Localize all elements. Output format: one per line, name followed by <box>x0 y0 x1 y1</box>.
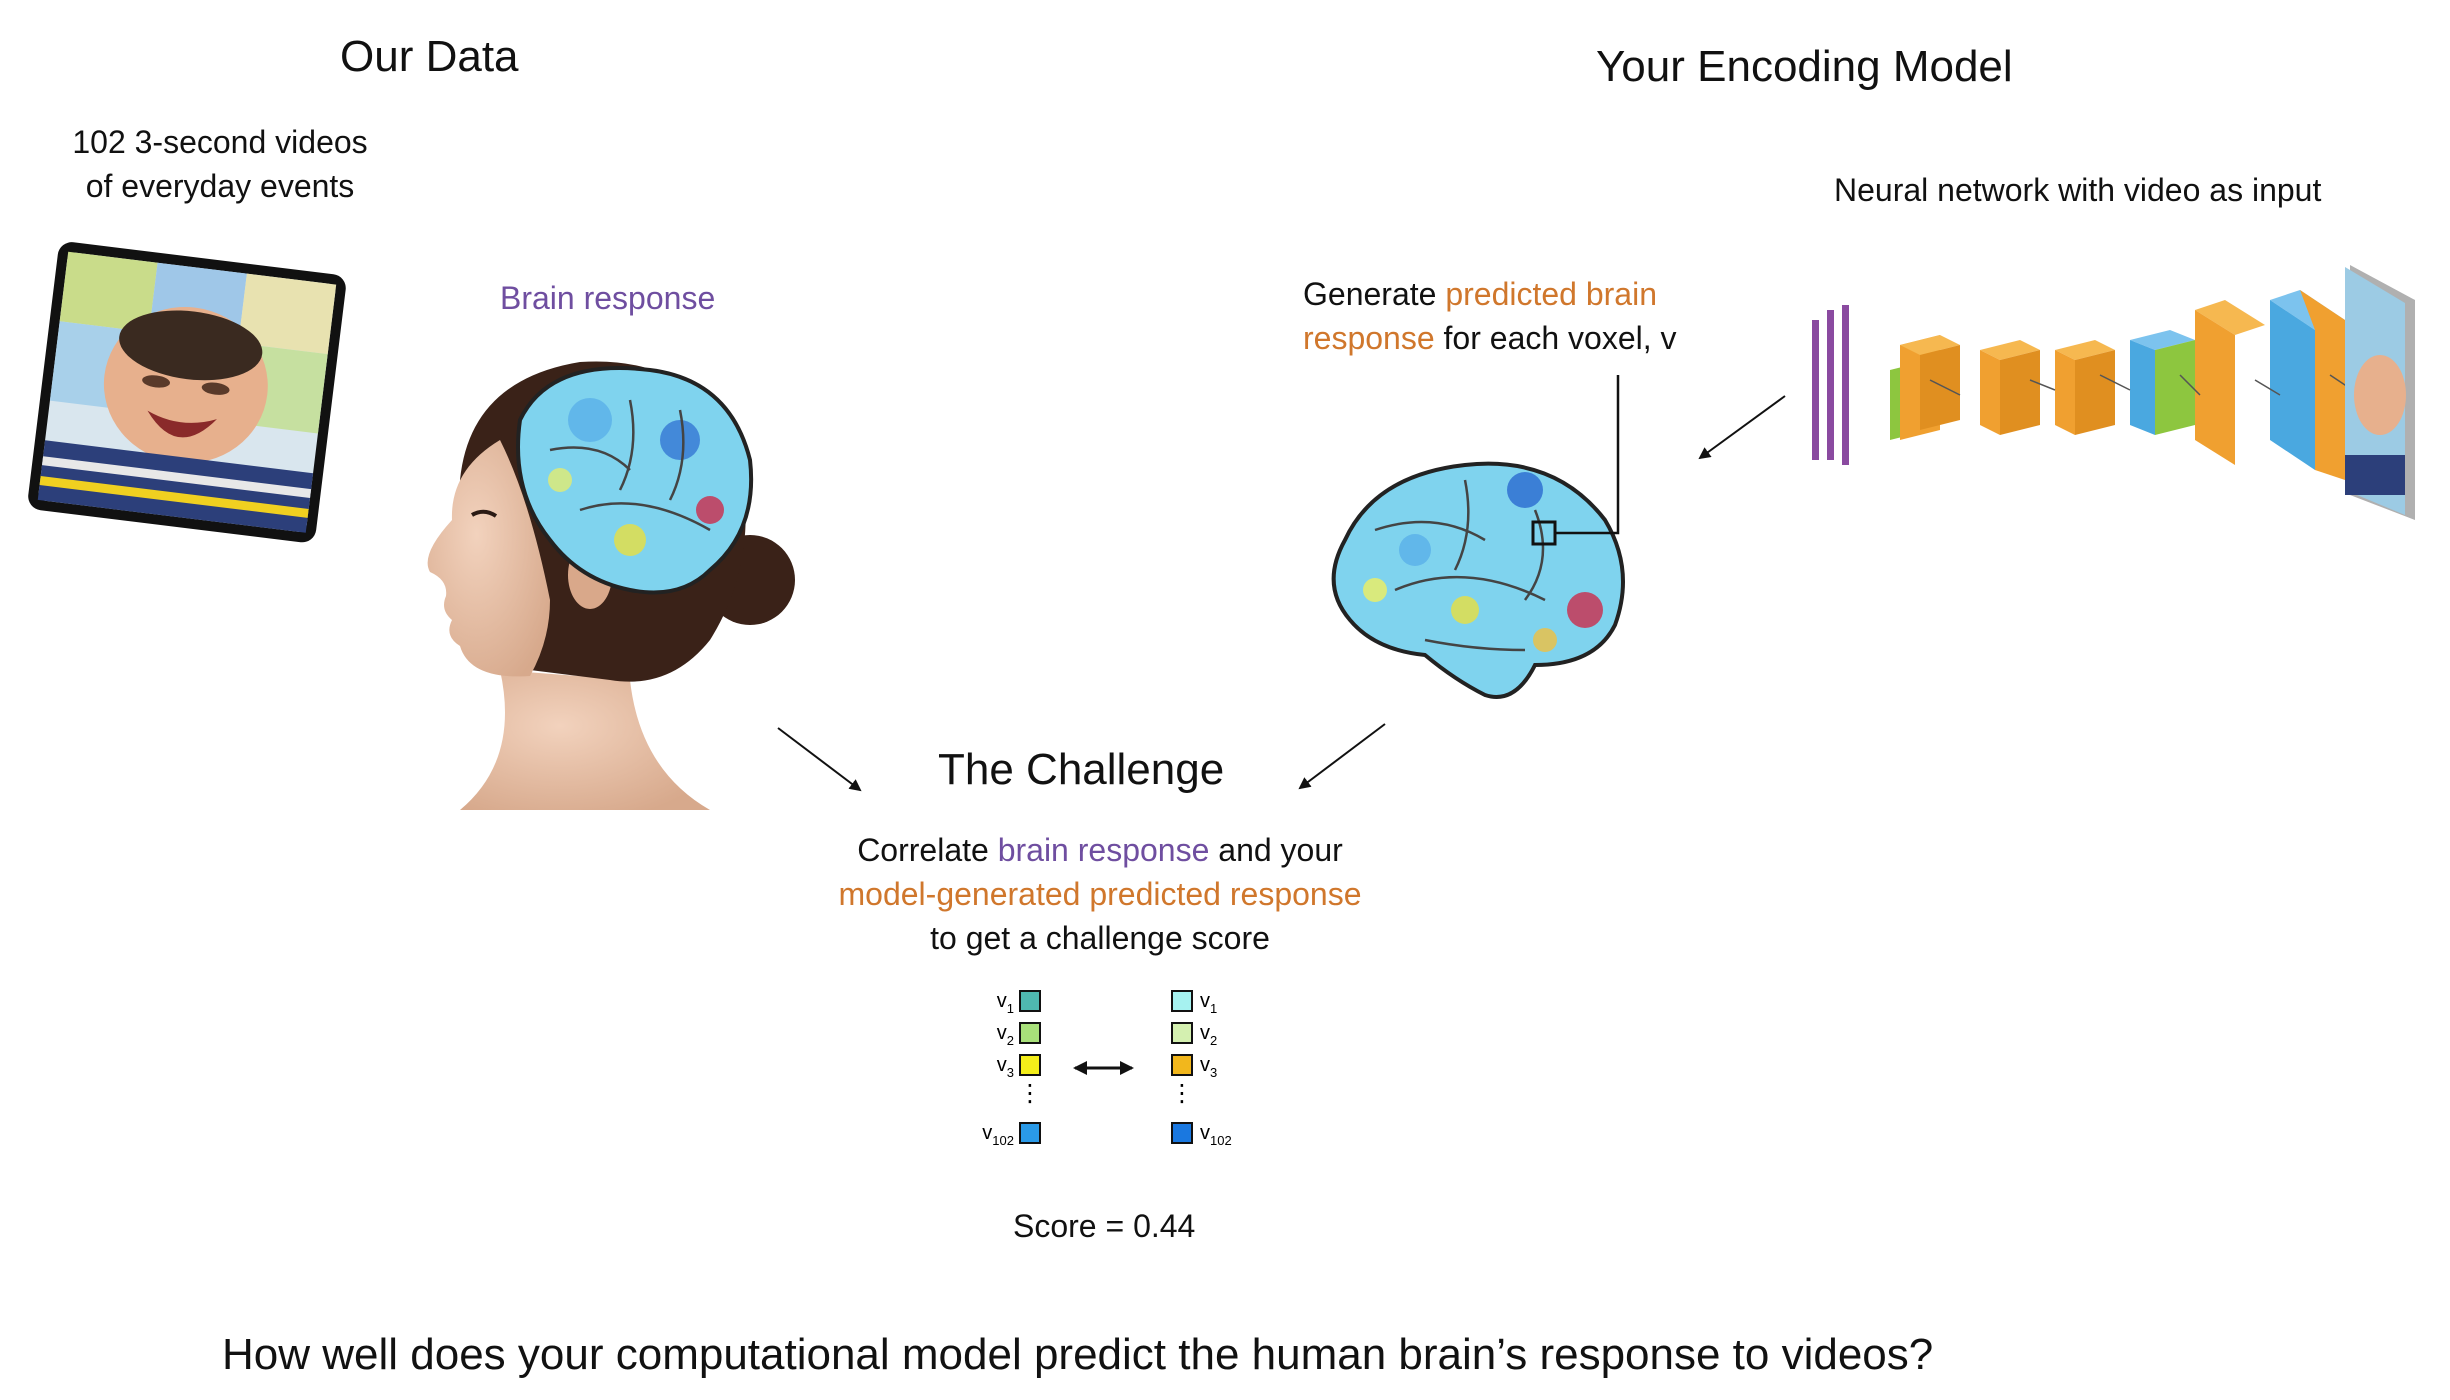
left-voxel-2-label: v2 <box>997 1022 1014 1048</box>
right-voxel-2-square <box>1171 1022 1193 1044</box>
network-layer-2 <box>1980 340 2040 435</box>
generate-suffix: for each voxel, v <box>1434 320 1677 356</box>
video-thumbnail-image <box>28 242 346 543</box>
right-voxel-3-square <box>1171 1054 1193 1076</box>
right-voxel-2-label: v2 <box>1200 1022 1217 1048</box>
left-voxel-1-square <box>1019 990 1041 1012</box>
encoding-model-title: Your Encoding Model <box>1596 42 2013 91</box>
predicted-brain-image <box>1331 461 1625 699</box>
right-voxel-ellipsis: ⋮ <box>1170 1080 1194 1107</box>
left-voxel-1-label: v1 <box>997 990 1014 1016</box>
left-voxel-ellipsis: ⋮ <box>1018 1080 1042 1107</box>
challenge-score: Score = 0.44 <box>1013 1208 1196 1244</box>
voxel-callout-line <box>1555 375 1620 535</box>
voxel-comparison: v1 v2 v3 v102 v1 v2 v3 v102 ⋮ ⋮ <box>982 990 1232 1148</box>
network-layer-4 <box>2130 330 2195 435</box>
videos-description: 102 3-second videos of everyday events <box>40 120 400 208</box>
generate-line-2: response for each voxel, v <box>1303 316 1677 360</box>
left-voxel-2-square <box>1019 1022 1041 1044</box>
right-voxel-4-label: v102 <box>1200 1122 1232 1148</box>
right-voxel-1-square <box>1171 990 1193 1012</box>
challenge-line-2: model-generated predicted response <box>838 876 1362 912</box>
left-voxel-3-label: v3 <box>997 1054 1014 1080</box>
model-to-challenge-arrow <box>1298 723 1386 790</box>
network-layer-6 <box>2270 290 2345 480</box>
generate-prefix: Generate <box>1303 276 1446 312</box>
challenge-line-1: Correlate brain response and your <box>800 828 1400 872</box>
network-layer-1 <box>1890 335 1960 440</box>
right-voxel-3-label: v3 <box>1200 1054 1217 1080</box>
left-voxel-4-label: v102 <box>982 1122 1014 1148</box>
right-voxel-1-label: v1 <box>1200 990 1217 1016</box>
left-voxel-4-square <box>1019 1122 1041 1144</box>
challenge-title: The Challenge <box>938 745 1225 794</box>
left-voxel-column: v1 v2 v3 v102 <box>982 990 1041 1148</box>
right-voxel-4-square <box>1171 1122 1193 1144</box>
our-data-title: Our Data <box>340 32 519 81</box>
brain-response-label: Brain response <box>500 280 716 316</box>
challenge-line-1-prefix: Correlate <box>857 832 998 868</box>
generate-highlight-1: predicted brain <box>1445 276 1657 312</box>
challenge-line-1-suffix: and your <box>1209 832 1343 868</box>
generate-description: Generate predicted brain response for ea… <box>1303 272 1677 360</box>
challenge-description: Correlate brain response and your model-… <box>800 828 1400 960</box>
left-voxel-3-square <box>1019 1054 1041 1076</box>
generate-line-1: Generate predicted brain <box>1303 272 1677 316</box>
network-label: Neural network with video as input <box>1834 172 2322 208</box>
generate-highlight-2: response <box>1303 320 1435 356</box>
main-question: How well does your computational model p… <box>222 1330 1934 1379</box>
right-voxel-column: v1 v2 v3 v102 <box>1171 990 1232 1148</box>
network-to-brain-arrow <box>1698 395 1786 460</box>
challenge-line-3: to get a challenge score <box>930 920 1270 956</box>
videos-line-2: of everyday events <box>85 168 355 204</box>
neural-network-diagram <box>1812 265 2415 520</box>
network-layer-5 <box>2195 300 2265 465</box>
videos-line-1: 102 3-second videos <box>72 124 368 160</box>
network-layer-3 <box>2055 340 2115 435</box>
human-head-image <box>427 361 795 810</box>
human-to-challenge-arrow <box>777 727 862 792</box>
challenge-line-1-highlight: brain response <box>997 832 1210 868</box>
